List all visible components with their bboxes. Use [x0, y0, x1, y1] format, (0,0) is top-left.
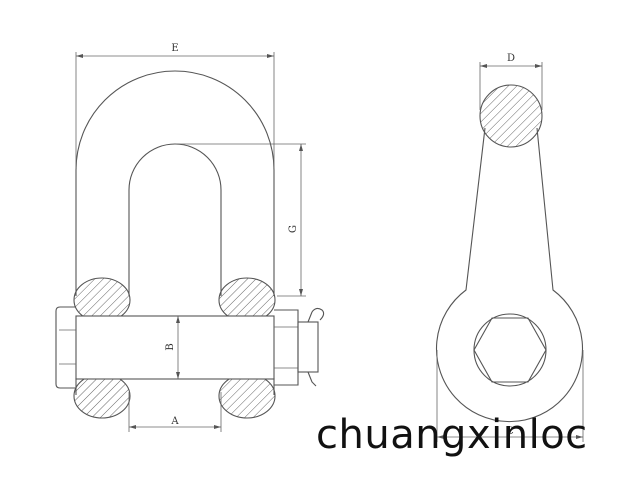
dim-label-C: C: [506, 426, 514, 437]
dimension-C: C: [436, 350, 584, 442]
ear-section-top-right: [218, 277, 276, 323]
dimension-A: A: [128, 392, 222, 432]
ear-section-bottom-left: [73, 373, 131, 419]
nut-hexagon: [473, 317, 547, 383]
side-view: D C: [435, 53, 584, 442]
pin-nut: [274, 309, 299, 386]
front-view: E G B A: [55, 43, 325, 432]
bow-section: [479, 84, 543, 148]
pin-end: [297, 321, 319, 373]
cotter-pin: [307, 307, 325, 387]
ear-section-bottom-right: [218, 373, 276, 419]
watermark-text: chuangxinloc: [316, 412, 588, 458]
dim-label-D: D: [507, 53, 515, 64]
shackle-bow-inner: [128, 143, 222, 296]
dim-label-G: G: [288, 225, 299, 233]
dimension-D: D: [479, 53, 543, 110]
dimension-B: B: [165, 316, 180, 379]
dim-label-E: E: [171, 43, 178, 54]
pin-circle: [473, 313, 547, 387]
pin-head: [55, 306, 76, 389]
pin-body: [75, 315, 275, 380]
dimension-G: G: [176, 143, 306, 297]
dimension-E: E: [75, 43, 275, 168]
dim-label-B: B: [165, 343, 176, 350]
side-body-outline: [435, 127, 584, 423]
shackle-bow-outer: [75, 70, 275, 296]
ear-section-top-left: [73, 277, 131, 323]
dim-label-A: A: [170, 416, 179, 427]
